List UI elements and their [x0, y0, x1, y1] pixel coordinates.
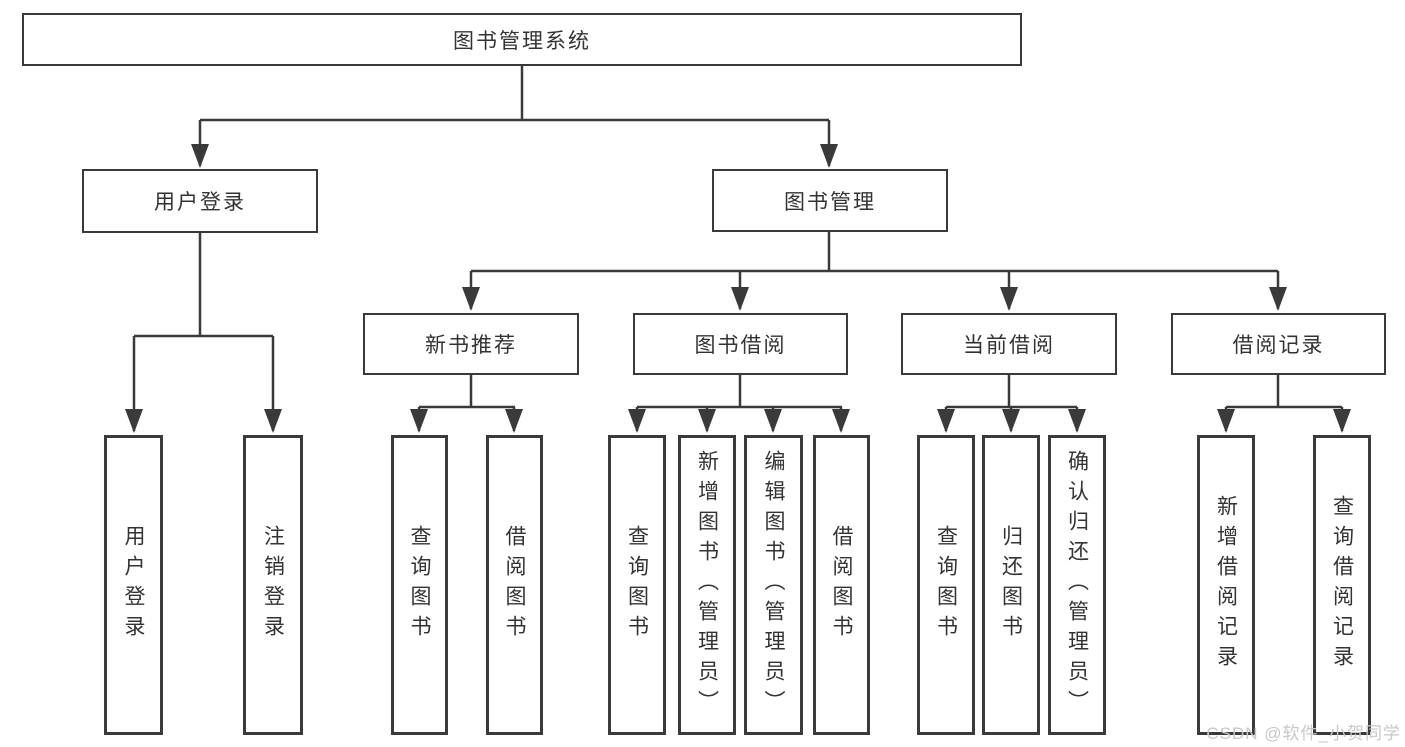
leaf-user-login: 用户登录 — [104, 435, 163, 735]
node-library-management-system: 图书管理系统 — [22, 13, 1022, 66]
node-label: 确认归还（管理员） — [1065, 450, 1089, 720]
node-label: 图书管理系统 — [453, 29, 591, 53]
leaf-bb-add-books-admin: 新增图书（管理员） — [678, 435, 736, 735]
node-label: 借阅记录 — [1232, 334, 1325, 357]
node-label: 当前借阅 — [963, 334, 1055, 357]
node-borrow-records: 借阅记录 — [1171, 313, 1386, 375]
leaf-cb-confirm-return-admin: 确认归还（管理员） — [1048, 435, 1106, 735]
node-label: 编辑图书（管理员） — [762, 450, 785, 720]
leaf-bb-edit-books-admin: 编辑图书（管理员） — [744, 435, 803, 735]
node-label: 新书推荐 — [425, 334, 517, 357]
leaf-br-add-borrow-record: 新增借阅记录 — [1197, 435, 1255, 735]
node-label: 用户登录 — [122, 525, 145, 645]
leaf-cb-return-books: 归还图书 — [982, 435, 1040, 735]
node-label: 查询借阅记录 — [1330, 495, 1354, 675]
node-book-borrow: 图书借阅 — [633, 313, 848, 375]
node-label: 查询图书 — [625, 525, 649, 645]
node-book-management: 图书管理 — [712, 169, 948, 232]
node-label: 图书管理 — [784, 190, 876, 214]
node-user-login: 用户登录 — [82, 169, 318, 233]
node-label: 借阅图书 — [503, 525, 526, 645]
node-current-borrow: 当前借阅 — [901, 313, 1117, 375]
node-label: 注销登录 — [261, 525, 285, 645]
leaf-br-query-borrow-record: 查询借阅记录 — [1313, 435, 1371, 735]
leaf-bb-borrow-books: 借阅图书 — [813, 435, 870, 735]
leaf-cb-query-books: 查询图书 — [917, 435, 975, 735]
leaf-logout: 注销登录 — [243, 435, 303, 735]
node-label: 新增借阅记录 — [1214, 495, 1238, 675]
leaf-bb-query-books: 查询图书 — [608, 435, 666, 735]
node-label: 借阅图书 — [830, 525, 853, 645]
node-label: 新增图书（管理员） — [695, 450, 719, 720]
node-label: 用户登录 — [154, 191, 246, 214]
node-label: 图书借阅 — [694, 334, 787, 357]
leaf-nbr-borrow-books: 借阅图书 — [486, 435, 543, 735]
node-label: 归还图书 — [999, 525, 1023, 645]
node-label: 查询图书 — [934, 525, 958, 645]
watermark: CSDN @软件_小贺同学 — [1206, 724, 1401, 743]
node-new-book-recommend: 新书推荐 — [363, 313, 579, 375]
leaf-nbr-query-books: 查询图书 — [391, 435, 448, 735]
node-label: 查询图书 — [408, 525, 431, 645]
